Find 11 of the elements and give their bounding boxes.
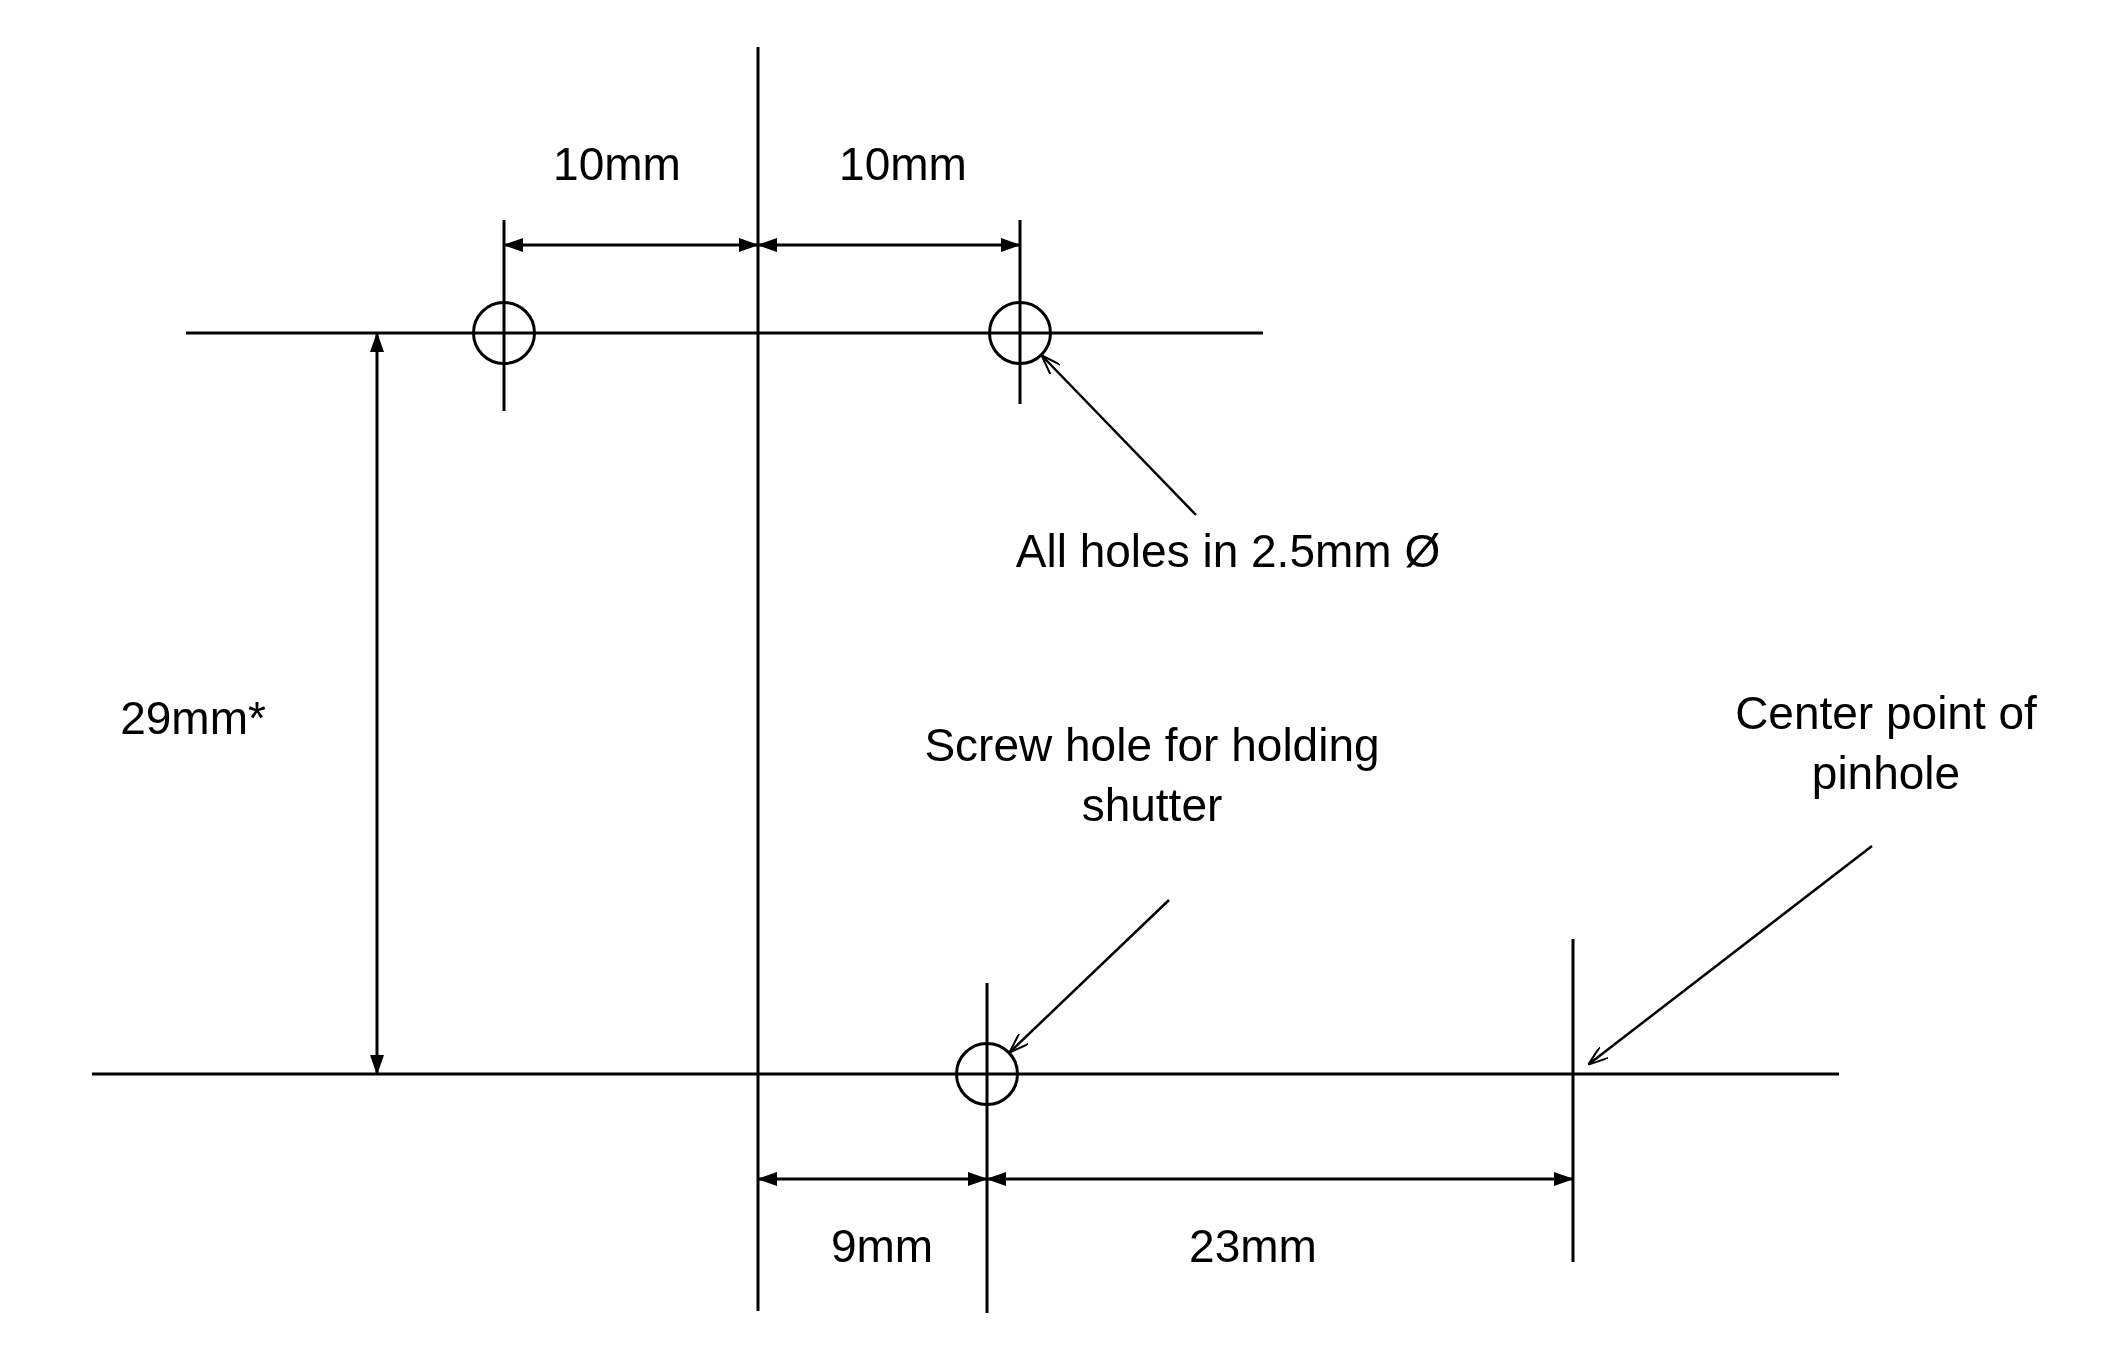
callout-text: Center point of pinhole bbox=[1734, 686, 2038, 801]
dimension-label: 29mm* bbox=[120, 695, 266, 741]
leader-line bbox=[1587, 845, 1873, 1066]
leader-line bbox=[1040, 354, 1197, 516]
dimension-label: 10mm bbox=[839, 141, 967, 187]
leader-line bbox=[1008, 899, 1170, 1054]
dimension-label: 23mm bbox=[1189, 1223, 1317, 1269]
dimension-label: 9mm bbox=[830, 1223, 934, 1269]
callout-text: Screw hole for holding shutter bbox=[923, 718, 1381, 833]
callout-text: All holes in 2.5mm Ø bbox=[1014, 524, 1442, 580]
dimension-label: 10mm bbox=[553, 141, 681, 187]
